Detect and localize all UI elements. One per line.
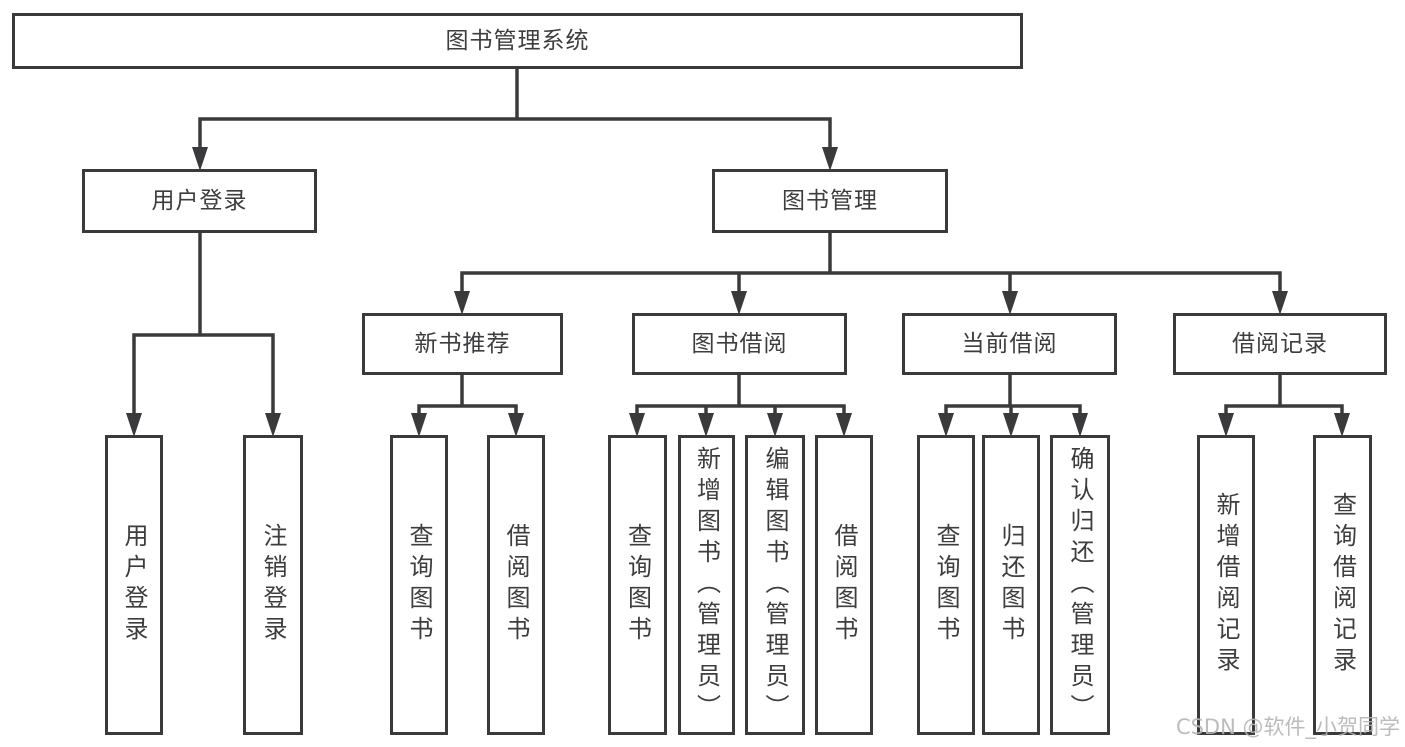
leaf-label: 查询图书 <box>623 523 652 647</box>
arrow-down-icon <box>508 413 524 437</box>
connector-records-to-leaves <box>1224 373 1344 421</box>
node-book-borrowing: 图书借阅 <box>632 313 847 375</box>
leaf-label: 新增图书（管理员） <box>692 445 721 725</box>
arrow-down-icon <box>1334 413 1350 437</box>
leaf-label: 新增借阅记录 <box>1212 492 1240 678</box>
leaf-borrow-books: 借阅图书 <box>487 435 545 735</box>
leaf-label: 查询图书 <box>405 523 433 647</box>
arrow-down-icon <box>822 147 838 171</box>
leaf-logout: 注销登录 <box>243 435 303 735</box>
node-new-book-recommendation: 新书推荐 <box>362 313 563 375</box>
arrow-down-icon <box>698 413 714 437</box>
leaf-label: 借阅图书 <box>830 523 858 647</box>
leaf-add-borrow-record: 新增借阅记录 <box>1197 435 1255 735</box>
arrowhead-icons <box>126 147 1350 437</box>
connector-root-to-level2 <box>198 67 832 154</box>
connector-user-login-to-leaves <box>132 231 275 421</box>
node-borrowing-records: 借阅记录 <box>1173 313 1387 375</box>
arrow-down-icon <box>767 413 783 437</box>
node-current-borrowing: 当前借阅 <box>902 313 1117 375</box>
connector-book-borrow-to-leaves <box>635 373 846 421</box>
leaf-add-books-admin: 新增图书（管理员） <box>678 435 735 735</box>
connector-book-mgmt-to-groups <box>460 231 1282 299</box>
arrow-down-icon <box>126 413 142 437</box>
leaf-query-borrow-record: 查询借阅记录 <box>1313 435 1372 735</box>
arrow-down-icon <box>629 413 645 437</box>
arrow-down-icon <box>836 413 852 437</box>
leaf-label: 编辑图书（管理员） <box>761 445 789 725</box>
arrow-down-icon <box>192 147 208 171</box>
node-root-library-system: 图书管理系统 <box>12 13 1023 69</box>
arrow-down-icon <box>1272 291 1288 315</box>
leaf-user-login: 用户登录 <box>105 435 163 735</box>
leaf-confirm-return-admin: 确认归还（管理员） <box>1050 435 1110 735</box>
leaf-borrow-books: 借阅图书 <box>815 435 873 735</box>
leaf-query-books: 查询图书 <box>917 435 975 735</box>
leaf-return-books: 归还图书 <box>982 435 1040 735</box>
leaf-label: 确认归还（管理员） <box>1066 445 1094 725</box>
leaf-label: 查询借阅记录 <box>1328 492 1357 678</box>
leaf-query-books: 查询图书 <box>608 435 667 735</box>
node-user-login: 用户登录 <box>82 169 317 233</box>
leaf-label: 用户登录 <box>120 523 148 647</box>
leaf-label: 归还图书 <box>997 523 1025 647</box>
arrow-down-icon <box>265 413 281 437</box>
arrow-down-icon <box>411 413 427 437</box>
arrow-down-icon <box>1002 291 1018 315</box>
connector-current-borrow-to-leaves <box>944 373 1082 421</box>
connector-new-book-to-leaves <box>417 373 518 421</box>
arrow-down-icon <box>1003 413 1019 437</box>
arrow-down-icon <box>454 291 470 315</box>
arrow-down-icon <box>731 291 747 315</box>
arrow-down-icon <box>938 413 954 437</box>
arrow-down-icon <box>1072 413 1088 437</box>
node-book-management: 图书管理 <box>712 169 948 233</box>
leaf-edit-books-admin: 编辑图书（管理员） <box>745 435 805 735</box>
leaf-query-books: 查询图书 <box>390 435 448 735</box>
leaf-label: 查询图书 <box>932 523 960 647</box>
arrow-down-icon <box>1218 413 1234 437</box>
leaf-label: 注销登录 <box>259 523 287 647</box>
leaf-label: 借阅图书 <box>502 523 530 647</box>
